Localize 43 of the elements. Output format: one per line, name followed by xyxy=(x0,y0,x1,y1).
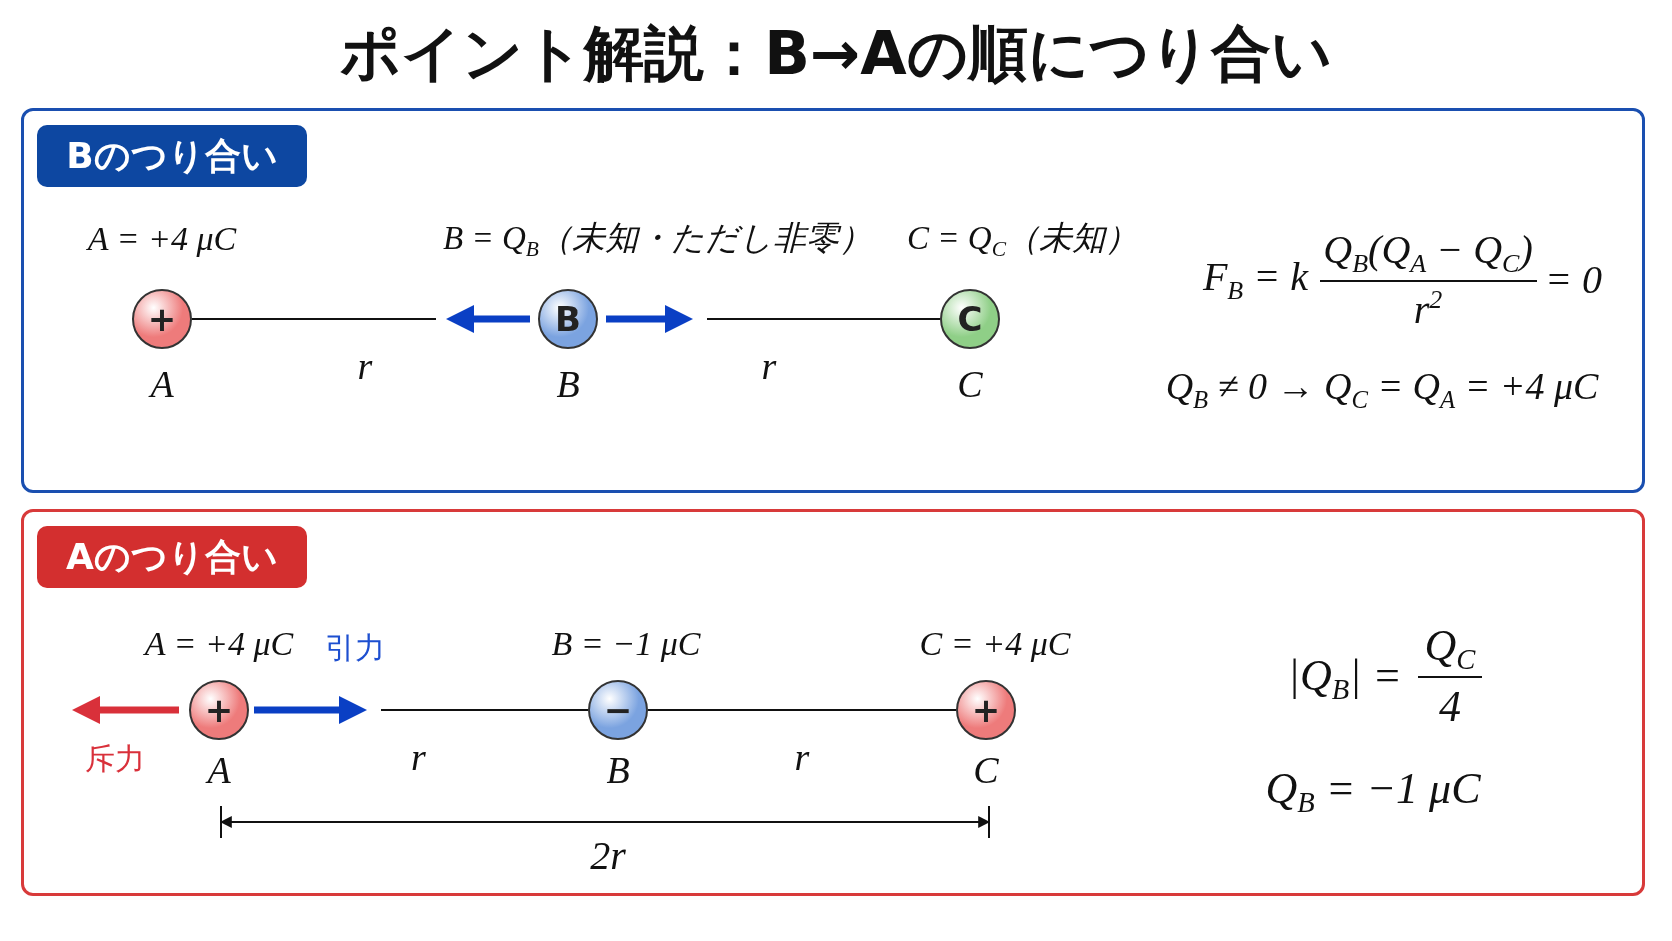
charge-circle: C xyxy=(940,289,1000,349)
charge-circle: B xyxy=(538,289,598,349)
charge-name: A xyxy=(207,748,231,792)
formula: Q$_{C}$ xyxy=(1424,619,1476,677)
charge-value: B = −1 μC xyxy=(551,625,701,663)
formula: F$_{B}$ = k xyxy=(1202,252,1308,306)
edge-label: r xyxy=(357,344,373,388)
charge-circle: + xyxy=(956,680,1016,740)
charge-value: C = +4 μC xyxy=(919,625,1071,663)
connecting-line xyxy=(647,709,957,711)
charge-value: A = +4 μC xyxy=(87,220,237,258)
charge-circle: + xyxy=(132,289,192,349)
heading-badge: Bのつり合い xyxy=(37,125,307,187)
connecting-line xyxy=(191,318,437,320)
charge-name: A xyxy=(150,362,174,406)
formula: Q$_{B}$(Q$_{A}$ − Q$_{C}$) xyxy=(1323,225,1533,279)
connecting-line xyxy=(380,709,589,711)
title: ポイント解説：B→Aの順につり合い xyxy=(339,17,1333,90)
heading-badge: Aのつり合い xyxy=(37,526,307,588)
edge-label: r xyxy=(411,735,426,779)
force-label: 引力 xyxy=(325,628,385,667)
charge-name: C xyxy=(973,748,999,792)
force-label: 斥力 xyxy=(85,739,145,778)
connecting-line xyxy=(706,318,941,320)
formula: Q$_{B}$ ≠ 0 → Q$_{C}$ = Q$_{A}$ = +4 μC xyxy=(1165,364,1599,414)
charge-name: B xyxy=(606,748,630,792)
formula: Q$_{B}$ = −1 μC xyxy=(1265,762,1481,820)
charge-value: A = +4 μC xyxy=(144,625,294,663)
charge-value: C = Q$_{C}$（未知） xyxy=(907,218,1138,263)
panel-frame xyxy=(21,509,1645,896)
formula: r$^{2}$ xyxy=(1413,285,1443,333)
charge-value: B = Q$_{B}$（未知・ただし非零） xyxy=(443,218,872,263)
dimension-label: 2r xyxy=(590,831,626,879)
formula: |Q$_{B}$| = xyxy=(1287,649,1402,707)
charge-name: C xyxy=(957,362,983,406)
edge-label: r xyxy=(761,344,777,388)
charge-name: B xyxy=(556,362,580,406)
charge-circle: + xyxy=(189,680,249,740)
formula: 4 xyxy=(1439,680,1461,732)
charge-circle: − xyxy=(588,680,648,740)
formula: = 0 xyxy=(1545,255,1602,303)
panel-frame xyxy=(21,108,1645,493)
edge-label: r xyxy=(794,735,810,779)
